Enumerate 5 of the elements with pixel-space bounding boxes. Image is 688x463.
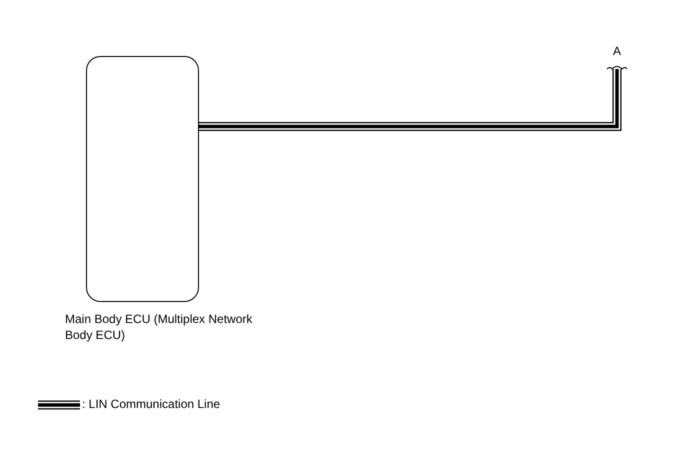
wire-line [199, 69, 622, 131]
legend-text: : LIN Communication Line [82, 397, 220, 411]
connector-label: A [608, 44, 626, 67]
ecu-box [86, 56, 199, 302]
component-label: Main Body ECU (Multiplex Network Body ECU) [65, 311, 254, 343]
